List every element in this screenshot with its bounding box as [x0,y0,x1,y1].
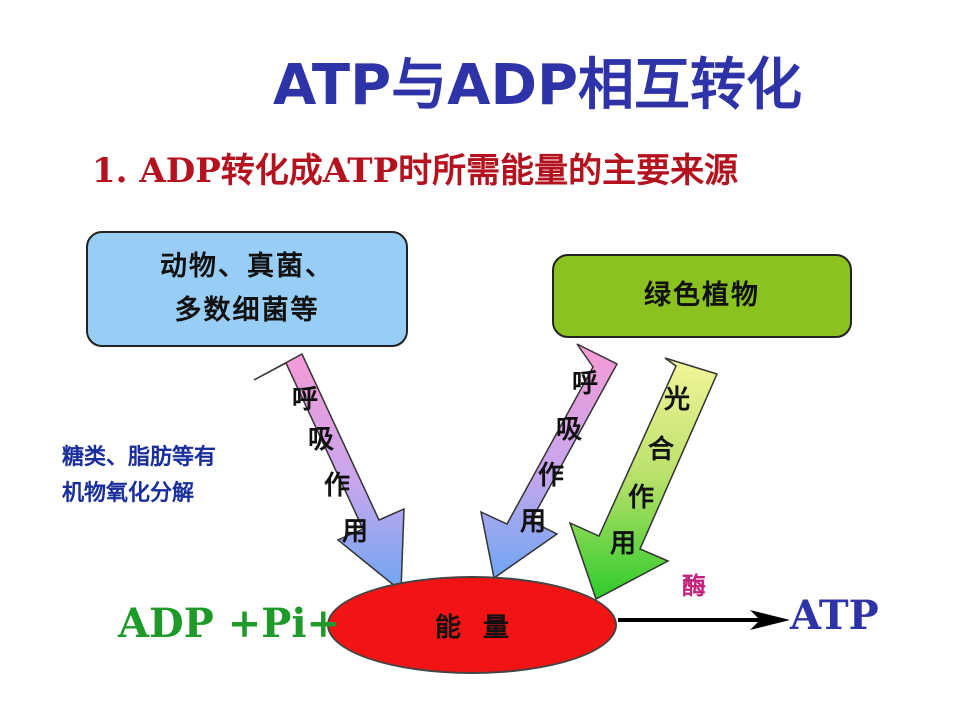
left-arrow-char-3: 作 [324,471,350,501]
middle-arrow-char-1: 呼 [572,369,598,399]
product-atp-label: ATP [790,592,879,639]
animals-fungi-bacteria-box: 动物、真菌、 多数细菌等 [86,231,408,347]
energy-ellipse: 能量 [327,576,617,674]
right-arrow-label: 光 合 作 用 [610,385,690,559]
left-arrow-char-1: 呼 [292,385,318,415]
oxidation-note: 糖类、脂肪等有 机物氧化分解 [62,440,216,512]
plants-box-label: 绿色植物 [644,280,760,311]
note-line-1: 糖类、脂肪等有 [62,445,217,470]
left-arrow-label: 呼 吸 作 用 [292,385,368,547]
right-arrow-char-3: 作 [628,483,654,513]
middle-arrow-char-2: 吸 [556,415,582,445]
animals-box-line-2: 多数细菌等 [174,295,320,326]
animals-box-line-1: 动物、真菌、 [160,251,334,282]
subtitle: 1. ADP转化成ATP时所需能量的主要来源 [92,151,739,191]
left-arrow-char-2: 吸 [308,425,334,455]
middle-arrow-char-4: 用 [520,507,546,537]
enzyme-label: 酶 [682,572,706,600]
right-arrow-char-2: 合 [648,434,675,465]
page-title: ATP与ADP相互转化 [272,53,803,118]
right-arrow-char-4: 用 [610,529,636,559]
green-plants-box: 绿色植物 [552,254,852,338]
note-line-2: 机物氧化分解 [62,481,195,506]
middle-arrow-char-3: 作 [538,461,564,491]
reactants-label: ADP +Pi+ [118,600,341,647]
middle-arrow-label: 呼 吸 作 用 [520,369,598,537]
right-arrow-char-1: 光 [663,385,690,415]
left-arrow-char-4: 用 [342,517,368,547]
reaction-arrow-head [750,610,790,630]
